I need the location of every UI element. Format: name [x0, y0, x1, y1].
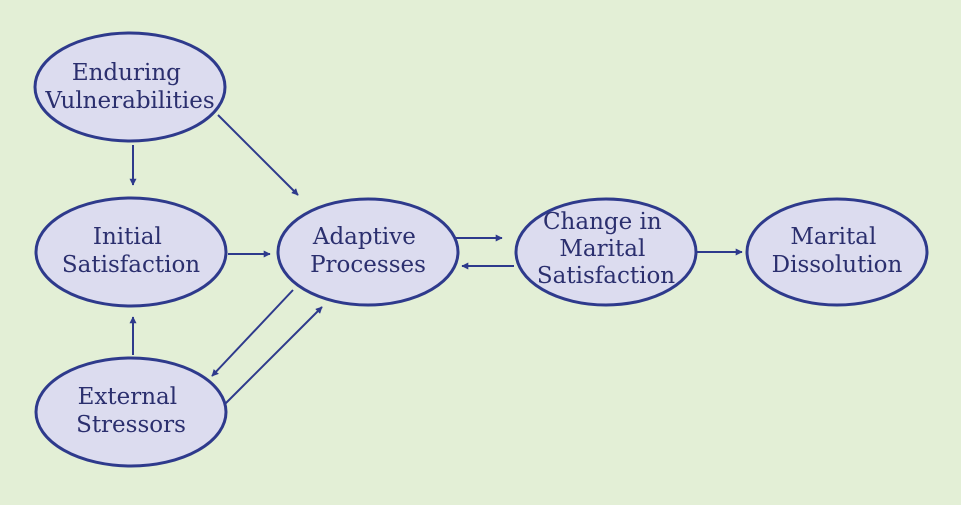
node-label-line: Enduring: [72, 60, 181, 86]
node-adaptive-processes: Adaptive Processes: [276, 197, 460, 307]
node-enduring-vulnerabilities: Enduring Vulnerabilities: [33, 31, 227, 143]
node-shape: [514, 197, 698, 307]
node-label-line: Marital: [559, 236, 645, 262]
node-shape: [34, 356, 228, 468]
node-shape: [33, 31, 227, 143]
node-label-line: Stressors: [76, 412, 186, 438]
node-label-line: Adaptive: [312, 224, 416, 250]
node-change-in-marital-satisfaction: Change in Marital Satisfaction: [514, 197, 698, 307]
svg-text:Change in Marital: Change in Marital Satisfaction: [537, 209, 675, 289]
node-label-line: External: [78, 384, 178, 410]
node-label-line: Satisfaction: [62, 252, 200, 278]
node-label-line: Dissolution: [772, 252, 903, 278]
node-external-stressors: External Stressors: [34, 356, 228, 468]
svg-text:Marital Dissolution: Marital Dissolution: [772, 224, 903, 278]
node-label-line: Change in: [543, 209, 662, 235]
node-label-line: Vulnerabilities: [44, 88, 214, 114]
node-label-line: Processes: [310, 252, 426, 278]
node-label-line: Initial: [93, 224, 162, 250]
svg-text:Enduring Vulnerabilities: Enduring Vulnerabilities: [44, 60, 214, 114]
node-shape: [276, 197, 460, 307]
svg-text:Initial Satisfaction: Initial Satisfaction: [62, 224, 200, 278]
svg-text:Adaptive Processes: Adaptive Processes: [310, 224, 426, 278]
arrow-adaptive-to-external: [211, 289, 294, 377]
svg-text:External Stressors: External Stressors: [76, 384, 186, 438]
node-shape: [745, 197, 929, 307]
node-marital-dissolution: Marital Dissolution: [745, 197, 929, 307]
edges: [129, 114, 743, 406]
node-initial-satisfaction: Initial Satisfaction: [34, 196, 228, 308]
node-shape: [34, 196, 228, 308]
arrow-external-to-adaptive: [223, 306, 323, 406]
arrow-enduring-to-adaptive: [217, 114, 299, 196]
node-label-line: Marital: [790, 224, 876, 250]
node-label-line: Satisfaction: [537, 263, 675, 289]
